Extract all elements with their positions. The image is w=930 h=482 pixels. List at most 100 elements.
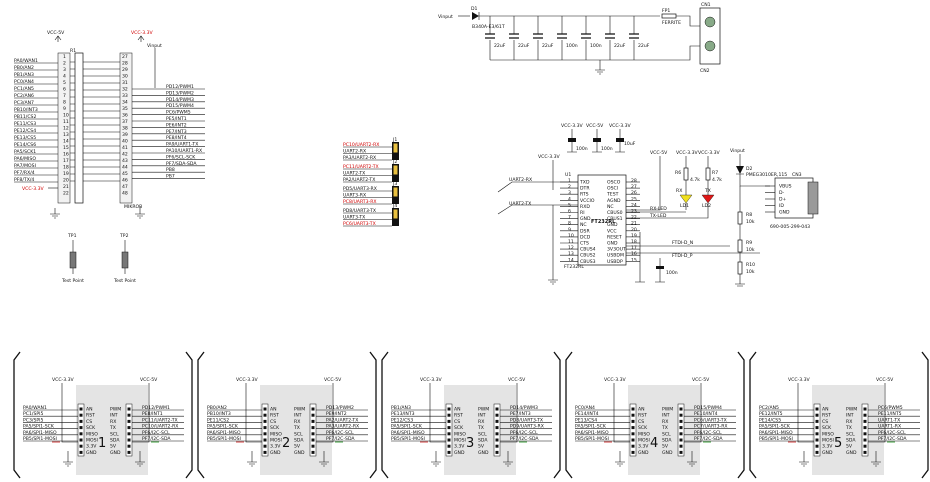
socket-left-net: PA5/SPI1-SCK bbox=[207, 424, 239, 430]
ft232-left-pin-num: 3 bbox=[568, 190, 571, 196]
jumper-cap bbox=[393, 165, 398, 175]
socket-right-net: PE9/INT2 bbox=[326, 411, 347, 417]
ft-vcc33-a: VCC-3.3V bbox=[561, 123, 584, 129]
socket-body bbox=[628, 385, 700, 475]
socket-right-pin: INT bbox=[846, 413, 854, 419]
socket-right-pin: SCL bbox=[478, 431, 487, 437]
socket-number: 4 bbox=[650, 436, 658, 451]
socket-left-net: PC0/AN4 bbox=[575, 405, 595, 411]
socket-vcc5: VCC-5V bbox=[140, 377, 158, 383]
ft232-left-pin: RI bbox=[580, 210, 585, 216]
jumper-cap bbox=[393, 187, 398, 197]
jumper-net-label: PC6/UART3-TX bbox=[343, 221, 376, 227]
ft-cap-2: 100n bbox=[601, 146, 613, 152]
ft232-right-pin-num: 20 bbox=[631, 227, 637, 233]
header-right-net: PD15/PWM4 bbox=[166, 103, 194, 109]
header-left-net: PB0/AN2 bbox=[14, 65, 34, 71]
ld2-ref: LD2 bbox=[702, 203, 711, 209]
header-pin-num: 7 bbox=[63, 93, 66, 99]
ft232-left-pin: DTR bbox=[580, 186, 590, 192]
header-pin-num: 18 bbox=[63, 165, 69, 171]
socket-right-net: PF7/I2C-SDA bbox=[510, 436, 539, 442]
socket-left-net: PB5/SPI1-MOSI bbox=[575, 436, 609, 442]
ftdi-dn-net: FTDI-D_N bbox=[672, 240, 693, 246]
power-cap-value: 22uF bbox=[518, 43, 530, 49]
usb-block: Vinput D2 PMEG3010ER,115 CN3 VBUSD-D+IDG… bbox=[730, 148, 819, 287]
ft232-left-pin: CTS bbox=[580, 241, 589, 247]
socket-right-pin: GND bbox=[846, 450, 857, 456]
socket-left-net: PC1/SPI5 bbox=[23, 411, 43, 417]
socket-number: 3 bbox=[466, 436, 474, 451]
header-left-net: PC1/AN5 bbox=[14, 86, 34, 92]
ferrite-label: FERRITE bbox=[662, 20, 681, 26]
ft232-right-pin-num: 23 bbox=[631, 209, 637, 215]
socket-right-pin: TX bbox=[293, 425, 300, 431]
jumper-net-label: PA3/UART2-RX bbox=[343, 155, 376, 161]
power-vinput-label: Vinput bbox=[438, 14, 453, 20]
socket-right-pin: SCL bbox=[110, 431, 119, 437]
socket-right-net: PD8/UART3-TX bbox=[510, 417, 543, 423]
socket-right-pin: PWM bbox=[294, 407, 305, 413]
socket-left-pin: CS bbox=[454, 419, 460, 425]
socket-right-net: PC7/UART3-RX bbox=[694, 424, 728, 430]
ft232-right-pin: VCC bbox=[607, 228, 617, 234]
socket-body bbox=[260, 385, 332, 475]
socket-right-pin: INT bbox=[294, 413, 302, 419]
header-pin-num: 20 bbox=[63, 178, 69, 184]
header-pin-num: 15 bbox=[63, 145, 69, 151]
r10-ref: R10 bbox=[746, 262, 755, 268]
header-pin-num: 17 bbox=[63, 158, 69, 164]
header-pin-num: 10 bbox=[63, 113, 69, 119]
socket-right-pin: 5V bbox=[846, 444, 853, 450]
header-left-net: PE11/CS3 bbox=[14, 121, 36, 127]
header-left-net: PE12/CS4 bbox=[14, 128, 36, 134]
ft232-left-pin-num: 9 bbox=[568, 227, 571, 233]
tx-led-icon bbox=[701, 194, 715, 204]
header-pin-num: 46 bbox=[122, 178, 128, 184]
socket-right-net: PF6/I2C-SCL bbox=[510, 430, 538, 436]
usb-pin: D+ bbox=[779, 197, 787, 203]
ft232-left-pin: DCD bbox=[580, 234, 591, 240]
vcc5v-label: VCC-5V bbox=[47, 30, 65, 36]
header-right-net: PE8/INT4 bbox=[166, 135, 187, 141]
ft232-left-pin: VCCIO bbox=[580, 198, 595, 204]
socket-vcc33: VCC-3.3V bbox=[236, 377, 259, 383]
socket-left-pin: RST bbox=[270, 413, 279, 419]
socket-left-net: PE11/CS2 bbox=[207, 417, 229, 423]
socket-left-net: PA6/SPI1-MISO bbox=[759, 430, 793, 436]
socket-right-pin: RX bbox=[478, 419, 484, 425]
socket-left-pin: RST bbox=[638, 413, 647, 419]
ft232-left-pin-num: 11 bbox=[568, 239, 574, 245]
header-pin-num: 5 bbox=[63, 80, 66, 86]
socket-right-net: PF7/I2C-SDA bbox=[694, 436, 723, 442]
header-pin-num: 4 bbox=[63, 74, 66, 80]
ft232-chip bbox=[577, 174, 627, 266]
socket-left-net: PB10/INT3 bbox=[207, 411, 231, 417]
socket-left-net: PA5/SPI1-SCK bbox=[575, 424, 607, 430]
socket-right-pin: 5V bbox=[294, 444, 301, 450]
ft232-right-pin: 3V3OUT bbox=[607, 247, 626, 253]
header-right-net: PD12/PWM1 bbox=[166, 84, 194, 90]
header-pin-num: 22 bbox=[63, 191, 69, 197]
socket-vcc5: VCC-5V bbox=[508, 377, 526, 383]
jumper-net-label: PA2/UART2-TX bbox=[343, 177, 375, 183]
jumper-net-label: PC10/UART2-RX bbox=[343, 142, 379, 148]
r9-val: 10k bbox=[746, 247, 755, 253]
usb-vinput: Vinput bbox=[730, 148, 745, 154]
connector-left-body bbox=[57, 52, 71, 204]
socket-left-pin: MOSI bbox=[638, 438, 650, 444]
r6-val: 4.7k bbox=[690, 177, 700, 183]
ft232-right-pin-num: 15 bbox=[631, 257, 637, 263]
header-right-net: PB8 bbox=[166, 167, 175, 173]
socket-right-pin: RX bbox=[294, 419, 300, 425]
socket-left-pin: MOSI bbox=[86, 438, 98, 444]
ft232-right-pin-num: 22 bbox=[631, 215, 637, 221]
socket-body bbox=[812, 385, 884, 475]
header-pin-num: 8 bbox=[63, 100, 66, 106]
ft232-left-pin-num: 7 bbox=[568, 215, 571, 221]
ft-vcc5-a: VCC-5V bbox=[586, 123, 604, 129]
power-cap-value: 22uF bbox=[542, 43, 554, 49]
